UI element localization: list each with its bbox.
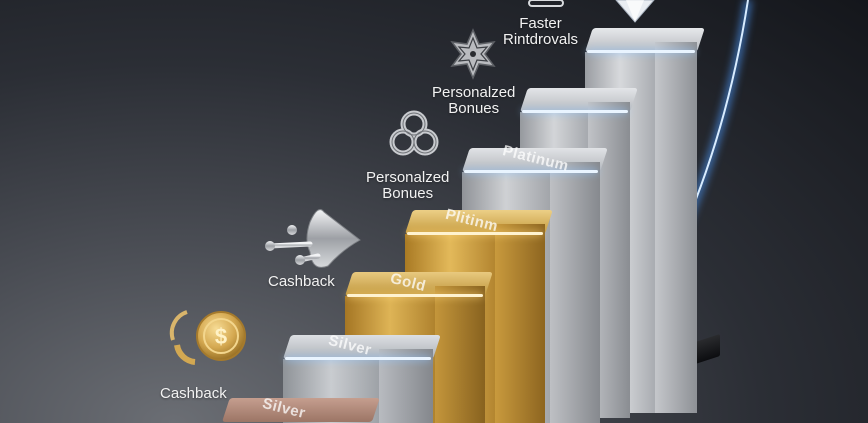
benefit-label-cashback-1: Cashback [160,385,227,402]
benefit-label-bonues-2: Personalzed Bonues [432,84,516,117]
diamond-icon [615,0,655,23]
gold-coin-icon: $ [169,310,246,365]
silver-star-icon [450,28,496,80]
benefit-label-cashback-2: Cashback [268,273,335,290]
tier-step-bronze: Silver [222,395,380,423]
benefit-label-bonues-1: Personalzed Bonues [366,169,450,202]
silver-knot-icon [389,110,439,156]
benefit-label-withdrawals: Faster Rintdrovals [503,15,579,48]
svg-text:$: $ [215,324,227,349]
silver-arrow-icon [265,209,361,268]
silver-bar-icon [528,0,564,7]
